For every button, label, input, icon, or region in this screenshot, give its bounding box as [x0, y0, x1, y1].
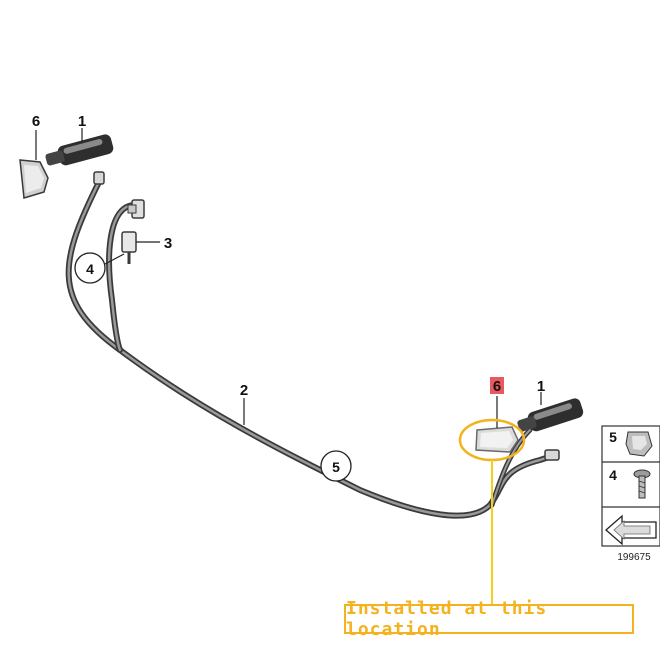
secondary-hose-inner	[107, 203, 137, 352]
cover-cap-top-left	[19, 130, 49, 199]
callout-circle-4	[74, 252, 106, 284]
leader-line-4	[104, 253, 125, 265]
direction-arrow-icon	[605, 514, 657, 546]
label-5-circle: 5	[332, 459, 340, 475]
clip-icon	[625, 431, 653, 457]
installed-location-annotation: Installed at this location	[344, 598, 634, 640]
highlight-marker	[458, 418, 526, 604]
cover-cap-right	[475, 396, 519, 453]
callout-circle-5	[320, 450, 352, 482]
legend-panel: 5 4	[601, 425, 660, 547]
washer-nozzle-top-left	[45, 128, 114, 166]
right-hose-end-fitting	[544, 449, 560, 461]
diagram-number: 199675	[617, 552, 651, 563]
legend-item-5-label: 5	[609, 429, 617, 445]
label-6-top-left: 6	[32, 113, 40, 130]
label-1-right: 1	[537, 378, 545, 395]
label-3: 3	[164, 235, 172, 252]
label-1-top-left: 1	[78, 113, 86, 130]
screw-icon	[633, 469, 651, 499]
hose-connector	[127, 199, 145, 219]
label-2: 2	[240, 382, 248, 399]
main-hose-inner	[67, 178, 557, 517]
hose-assembly	[65, 177, 558, 519]
label-6-right: 6	[493, 378, 501, 395]
label-6-right-highlight	[490, 377, 504, 394]
washer-nozzle-right	[517, 392, 584, 432]
hose-end-fitting	[93, 171, 105, 185]
label-4-circle: 4	[86, 261, 94, 277]
t-connector-part-3	[121, 231, 160, 264]
legend-item-4-label: 4	[609, 467, 617, 483]
